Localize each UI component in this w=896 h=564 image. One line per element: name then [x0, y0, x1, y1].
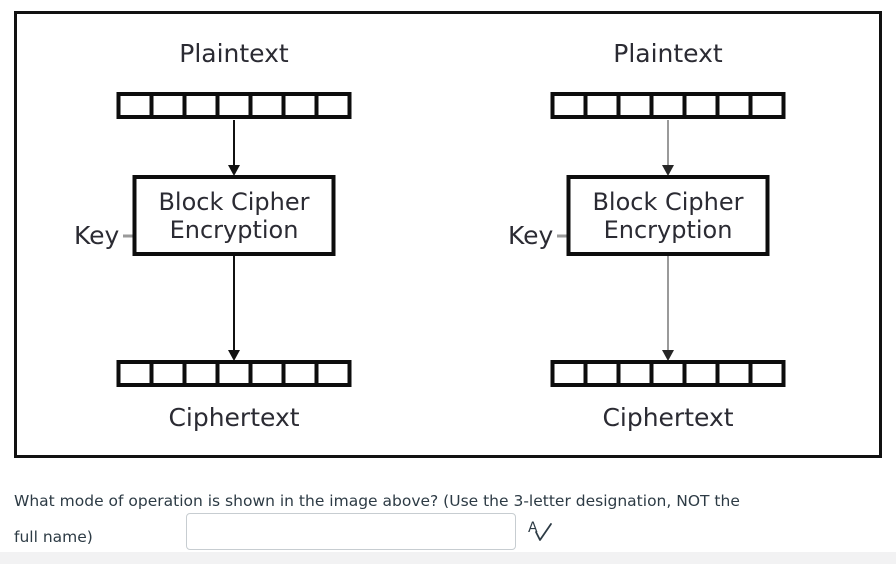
arrow-shaft [233, 120, 235, 167]
ciphertext-block-strip-right [550, 360, 786, 387]
encryption-pipeline-left: Plaintext Key Block Cipher Encryption [17, 14, 451, 455]
block-cell [318, 364, 348, 383]
block-cell [620, 364, 650, 383]
block-cell [252, 364, 282, 383]
arrow-shaft [667, 256, 669, 352]
block-cell [318, 96, 348, 115]
block-cell [285, 96, 315, 115]
plaintext-block-strip-right [550, 92, 786, 119]
block-cell [719, 96, 749, 115]
arrow-head [228, 165, 240, 176]
question-area: What mode of operation is shown in the i… [0, 458, 896, 552]
arrow-plaintext-to-cipher-left [224, 120, 244, 176]
svg-text:A: A [528, 520, 538, 536]
cipher-box-line-2-right: Encryption [603, 215, 733, 244]
block-cell [120, 364, 150, 383]
cipher-box-line-1-right: Block Cipher [592, 187, 744, 216]
arrow-shaft [667, 120, 669, 167]
block-cell [653, 364, 683, 383]
block-cell [653, 96, 683, 115]
encryption-pipeline-right: Plaintext Key Block Cipher Encryption [451, 14, 879, 455]
block-cell [219, 364, 249, 383]
plaintext-label-left: Plaintext [179, 39, 289, 68]
cipher-box-line-1-left: Block Cipher [158, 187, 310, 216]
arrow-head [228, 350, 240, 361]
bottom-strip [0, 552, 896, 564]
block-cell [252, 96, 282, 115]
plaintext-block-strip-left [116, 92, 352, 119]
key-label-left: Key [74, 221, 120, 250]
arrow-cipher-to-ciphertext-left [224, 256, 244, 361]
question-prompt: What mode of operation is shown in the i… [14, 492, 740, 546]
block-cell [186, 364, 216, 383]
ciphertext-block-strip-left [116, 360, 352, 387]
plaintext-label-right: Plaintext [613, 39, 723, 68]
block-cell [186, 96, 216, 115]
arrow-cipher-to-ciphertext-right [658, 256, 678, 361]
block-cipher-encryption-box-left: Block Cipher Encryption [132, 175, 336, 256]
spellcheck-icon[interactable]: A [527, 519, 553, 545]
block-cell [554, 96, 584, 115]
arrow-head [662, 165, 674, 176]
diagram-frame: Plaintext Key Block Cipher Encryption [14, 11, 882, 458]
block-cell [554, 364, 584, 383]
cipher-box-line-2-left: Encryption [169, 215, 299, 244]
arrow-shaft [233, 256, 235, 352]
block-cell [719, 364, 749, 383]
block-cell [120, 96, 150, 115]
block-cell [219, 96, 249, 115]
arrow-head [662, 350, 674, 361]
block-cell [285, 364, 315, 383]
block-cell [587, 364, 617, 383]
ciphertext-label-right: Ciphertext [602, 403, 734, 432]
block-cell [686, 96, 716, 115]
arrow-plaintext-to-cipher-right [658, 120, 678, 176]
block-cell [587, 96, 617, 115]
ciphertext-label-left: Ciphertext [168, 403, 300, 432]
block-cipher-encryption-box-right: Block Cipher Encryption [566, 175, 770, 256]
answer-input[interactable] [186, 513, 516, 550]
block-cell [153, 96, 183, 115]
block-cell [620, 96, 650, 115]
key-label-right: Key [508, 221, 554, 250]
block-cell [752, 96, 782, 115]
block-cell [752, 364, 782, 383]
block-cell [153, 364, 183, 383]
block-cell [686, 364, 716, 383]
